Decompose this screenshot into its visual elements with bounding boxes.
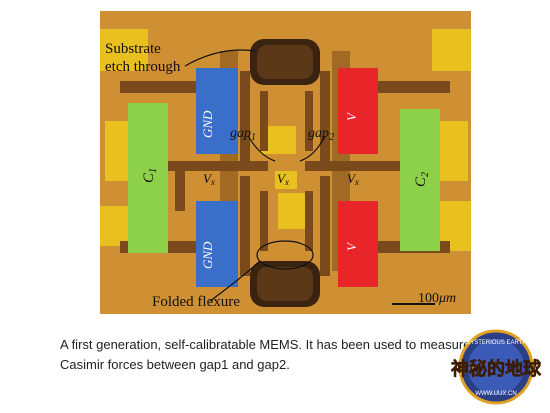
figure-caption: A first generation, self-calibratable ME… (60, 335, 490, 375)
gnd-label-bottom: GND (200, 241, 215, 269)
v-pad-bottom (338, 201, 378, 287)
scale-bar-value: 100 (418, 291, 439, 306)
v-pad-top (338, 68, 378, 154)
scale-bar-unit: μm (438, 291, 456, 306)
gap1-label: gap (230, 126, 251, 141)
caption-line-1: A first generation, self-calibratable ME… (60, 337, 471, 352)
svg-text:Vx: Vx (347, 171, 359, 187)
gnd-label-top: GND (200, 110, 215, 138)
logo-chars: 神秘的地球 (451, 358, 542, 380)
mysterious-earth-logo: MYSTERIOUS EARTH 神秘的地球 WWW.UUX.CN (450, 325, 542, 405)
svg-text:Vx: Vx (277, 171, 289, 187)
logo-top-text: MYSTERIOUS EARTH (465, 340, 527, 346)
c2-subscript: 2 (420, 172, 431, 177)
c1-subscript: 1 (148, 168, 159, 173)
substrate-label-line2: etch through (105, 59, 181, 75)
vx-center-label: V (277, 171, 287, 186)
vx-right-subscript: x (354, 177, 359, 187)
svg-text:C2: C2 (413, 172, 431, 187)
vx-right-label: V (347, 171, 357, 186)
annotation-lines (184, 49, 435, 305)
gap2-label: gap (308, 126, 329, 141)
vx-left-label: V (203, 171, 213, 186)
svg-text:gap2: gap2 (308, 126, 334, 143)
svg-text:100μm: 100μm (418, 291, 456, 306)
gnd-pad-bottom (196, 201, 238, 287)
mems-micrograph: Substrate etch through GND GND V V C1 C2… (100, 11, 471, 314)
gap2-subscript: 2 (329, 132, 334, 143)
svg-text:C1: C1 (141, 168, 159, 183)
gap1-subscript: 1 (251, 132, 256, 143)
c2-label: C (413, 176, 429, 187)
caption-line-2: Casimir forces between gap1 and gap2. (60, 357, 290, 372)
vx-left-subscript: x (210, 177, 215, 187)
c1-label: C (141, 172, 157, 183)
v-label-top: V (344, 111, 359, 121)
capacitor-c2 (400, 109, 440, 251)
gnd-pad-top (196, 68, 238, 154)
vx-center-subscript: x (284, 177, 289, 187)
substrate-label-line1: Substrate (105, 41, 161, 57)
logo-url: WWW.UUX.CN (475, 391, 516, 397)
svg-text:Vx: Vx (203, 171, 215, 187)
substrate-etch-holes (250, 39, 320, 307)
v-label-bottom: V (344, 241, 359, 251)
svg-text:gap1: gap1 (230, 126, 256, 143)
capacitor-c1 (128, 103, 168, 253)
folded-flexure-label: Folded flexure (152, 294, 240, 310)
